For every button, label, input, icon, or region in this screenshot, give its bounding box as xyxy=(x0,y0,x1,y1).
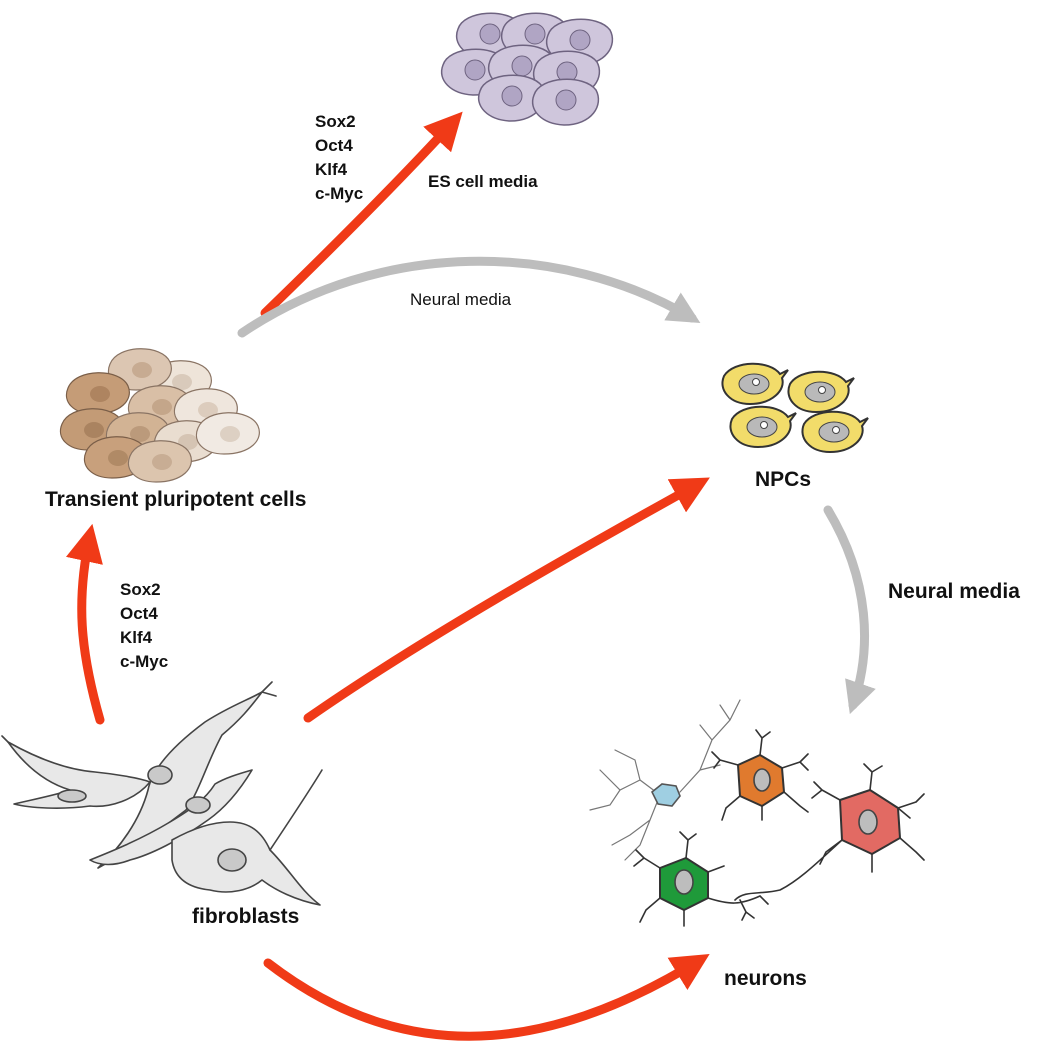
factor-label: c-Myc xyxy=(315,184,364,203)
neuron-group xyxy=(589,699,925,927)
factor-label: c-Myc xyxy=(120,652,169,671)
factor-label: Sox2 xyxy=(120,580,161,599)
factor-label: Klf4 xyxy=(120,628,153,647)
neurons-label: neurons xyxy=(724,967,807,990)
factor-label: Oct4 xyxy=(120,604,158,623)
npc-group xyxy=(721,362,869,454)
es-cell xyxy=(531,78,600,126)
factor-label: Klf4 xyxy=(315,160,348,179)
arrow-fibroblasts-to-npcs xyxy=(303,477,710,723)
arrows xyxy=(65,111,876,1041)
factor-label: Oct4 xyxy=(315,136,353,155)
arrow-fibroblasts-to-transient xyxy=(65,523,105,725)
es-cell xyxy=(477,74,546,122)
neural-media-right-label: Neural media xyxy=(888,580,1020,603)
transient-cell-cluster xyxy=(59,348,260,483)
arrow-transient-to-npcs xyxy=(237,256,701,338)
es-cell-colony xyxy=(440,12,614,126)
neural-media-top-label: Neural media xyxy=(410,290,512,309)
left-factor-list: Sox2 Oct4 Klf4 c-Myc xyxy=(120,578,168,674)
factor-label: Sox2 xyxy=(315,112,356,131)
fibroblast xyxy=(89,769,253,866)
transient-pluripotent-cells-label: Transient pluripotent cells xyxy=(45,488,307,511)
arrow-transient-to-es xyxy=(260,111,463,318)
arrow-npcs-to-neurons xyxy=(823,505,876,715)
fibroblasts-label: fibroblasts xyxy=(192,905,300,928)
top-factor-list: Sox2 Oct4 Klf4 c-Myc xyxy=(315,110,363,206)
es-media-label: ES cell media xyxy=(428,172,538,191)
arrow-fibroblasts-to-neurons xyxy=(263,954,710,1041)
fibroblast-group xyxy=(1,681,323,906)
npcs-label: NPCs xyxy=(755,468,812,491)
